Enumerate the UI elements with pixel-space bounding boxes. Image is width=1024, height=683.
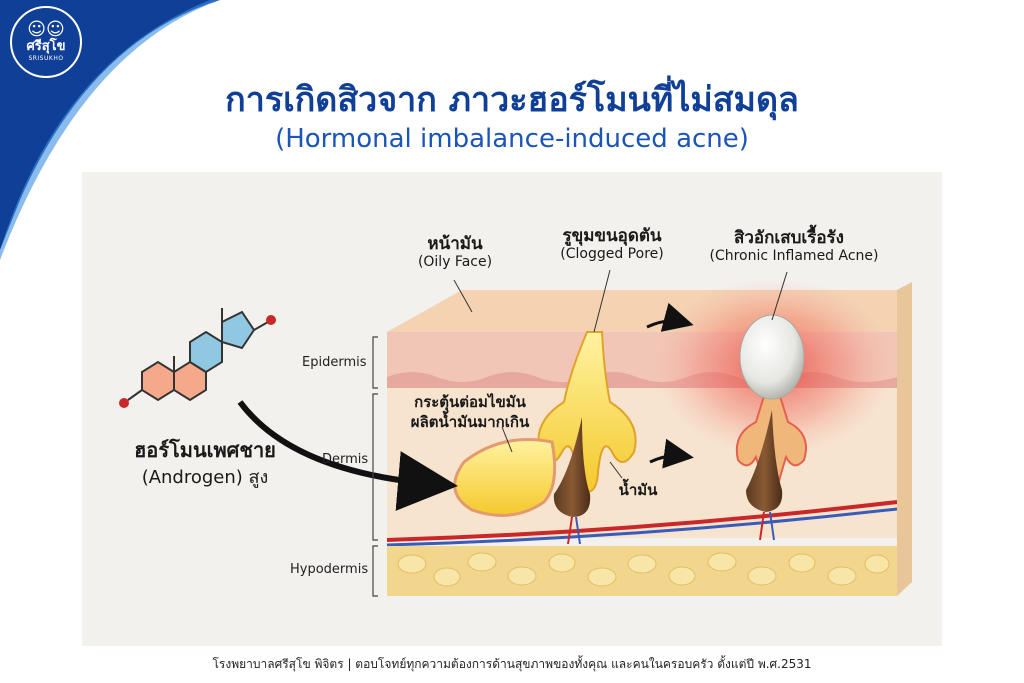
hair-follicle-center xyxy=(553,417,591,517)
page-title: การเกิดสิวจาก ภาวะฮอร์โมนที่ไม่สมดุล xyxy=(225,80,799,120)
label-oily-face-en: (Oily Face) xyxy=(417,254,493,270)
arrow-to-inflamed xyxy=(646,302,694,332)
label-hormone-th: ฮอร์โมนเพศชาย xyxy=(134,438,276,462)
oxygen-atom-right xyxy=(266,315,276,325)
label-oily-face-th: หน้ามัน xyxy=(427,234,483,254)
label-excess-oil: ผลิตน้ำมันมากเกิน xyxy=(410,413,530,431)
logo-name: ศรีสุโข xyxy=(26,39,66,54)
label-clogged-pore-en: (Clogged Pore) xyxy=(560,246,664,262)
artery xyxy=(386,500,898,542)
page-subtitle: (Hormonal imbalance-induced acne) xyxy=(275,124,749,154)
vein xyxy=(386,507,898,547)
oxygen-atom-left xyxy=(119,398,129,408)
logo-subtitle: SRISUKHO xyxy=(28,55,64,62)
label-chronic-acne-th: สิวอักเสบเรื้อรัง xyxy=(734,228,844,248)
label-clogged-pore-th: รูขุมขนอุดตัน xyxy=(562,226,662,246)
label-hormone-en: (Androgen) สูง xyxy=(141,467,269,488)
layer-brackets xyxy=(372,336,378,597)
skin-diagram xyxy=(119,269,912,597)
footer-tagline: โรงพยาบาลศรีสุโข พิจิตร | ตอบโจทย์ทุกควา… xyxy=(212,657,812,671)
label-chronic-acne-en: (Chronic Inflamed Acne) xyxy=(709,248,879,264)
fat-cells xyxy=(397,552,890,587)
label-stimulate-gland: กระตุ้นต่อมไขมัน xyxy=(414,393,526,411)
androgen-molecule xyxy=(127,308,269,402)
layer-label-epidermis: Epidermis xyxy=(302,355,367,370)
arrow-hormone-to-gland xyxy=(237,400,458,511)
family-icon: ☺☺ xyxy=(27,19,65,40)
skin-side-face xyxy=(897,282,912,596)
layer-label-dermis: Dermis xyxy=(322,452,369,467)
diagram-panel: หน้ามัน (Oily Face) รูขุมขนอุดตัน (Clogg… xyxy=(82,172,942,646)
arrow-to-dermis xyxy=(649,438,694,469)
hospital-logo: ☺☺ ศรีสุโข SRISUKHO xyxy=(10,6,82,78)
sebaceous-gland xyxy=(453,438,557,517)
hair-follicle-right xyxy=(746,410,783,512)
label-oil: น้ำมัน xyxy=(618,481,658,499)
whitehead-pustule xyxy=(739,314,805,400)
layer-label-hypodermis: Hypodermis xyxy=(290,562,369,577)
